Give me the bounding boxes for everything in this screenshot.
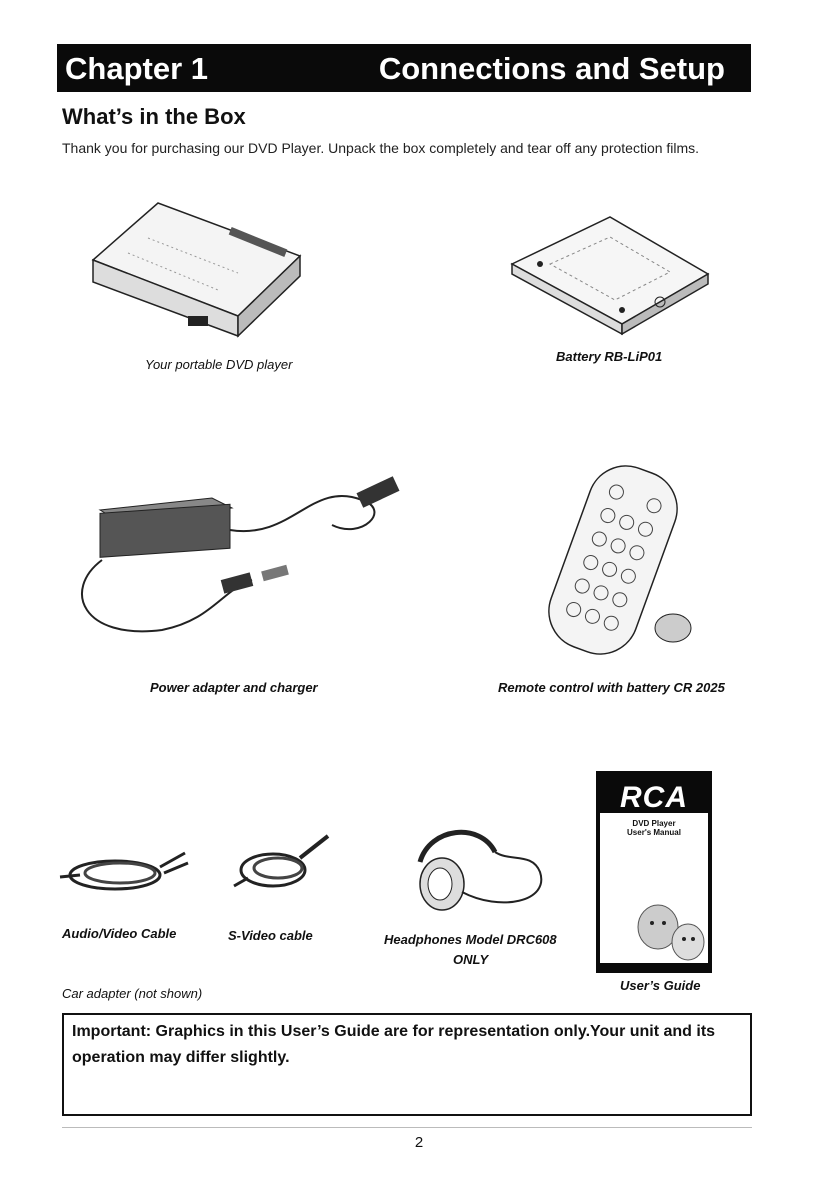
- page-number: 2: [414, 1134, 424, 1151]
- svideo-cable-illustration: [233, 834, 330, 888]
- caption-svideo: S-Video cable: [228, 928, 313, 943]
- caption-car-adapter: Car adapter (not shown): [62, 986, 203, 1001]
- users-manual-cover: RCA DVD Player User's Manual: [596, 771, 712, 973]
- caption-battery: Battery RB-LiP01: [556, 349, 663, 364]
- caption-remote: Remote control with battery CR 2025: [498, 680, 725, 695]
- manual-line2: User's Manual: [627, 828, 681, 837]
- av-cable-illustration: [59, 851, 189, 891]
- caption-guide: User’s Guide: [620, 978, 701, 993]
- chapter-label: Chapter 1: [65, 51, 208, 86]
- chapter-header: Chapter 1 Connections and Setup: [57, 44, 751, 92]
- important-note: Important: Graphics in this User’s Guide…: [62, 1013, 752, 1116]
- battery-illustration: [510, 216, 710, 336]
- caption-headphones-only: ONLY: [453, 952, 489, 967]
- caption-player: Your portable DVD player: [145, 357, 293, 372]
- headphones-illustration: [417, 829, 543, 911]
- section-title: What’s in the Box: [62, 104, 246, 129]
- power-adapter-illustration: [81, 476, 400, 633]
- caption-adapter: Power adapter and charger: [150, 680, 318, 695]
- manual-title: DVD Player User's Manual: [600, 819, 708, 837]
- dvd-player-illustration: [91, 202, 302, 338]
- footer-rule: [62, 1127, 752, 1128]
- caption-headphones: Headphones Model DRC608: [384, 932, 557, 947]
- chapter-title: Connections and Setup: [378, 51, 725, 86]
- rca-logo: RCA: [620, 781, 688, 814]
- intro-text: Thank you for purchasing our DVD Player.…: [62, 140, 700, 156]
- dogs-illustration: [637, 904, 705, 961]
- remote-control-illustration: [548, 465, 692, 655]
- manual-panel: DVD Player User's Manual: [600, 813, 708, 963]
- caption-av-cable: Audio/Video Cable: [62, 926, 177, 941]
- manual-line1: DVD Player: [632, 819, 676, 828]
